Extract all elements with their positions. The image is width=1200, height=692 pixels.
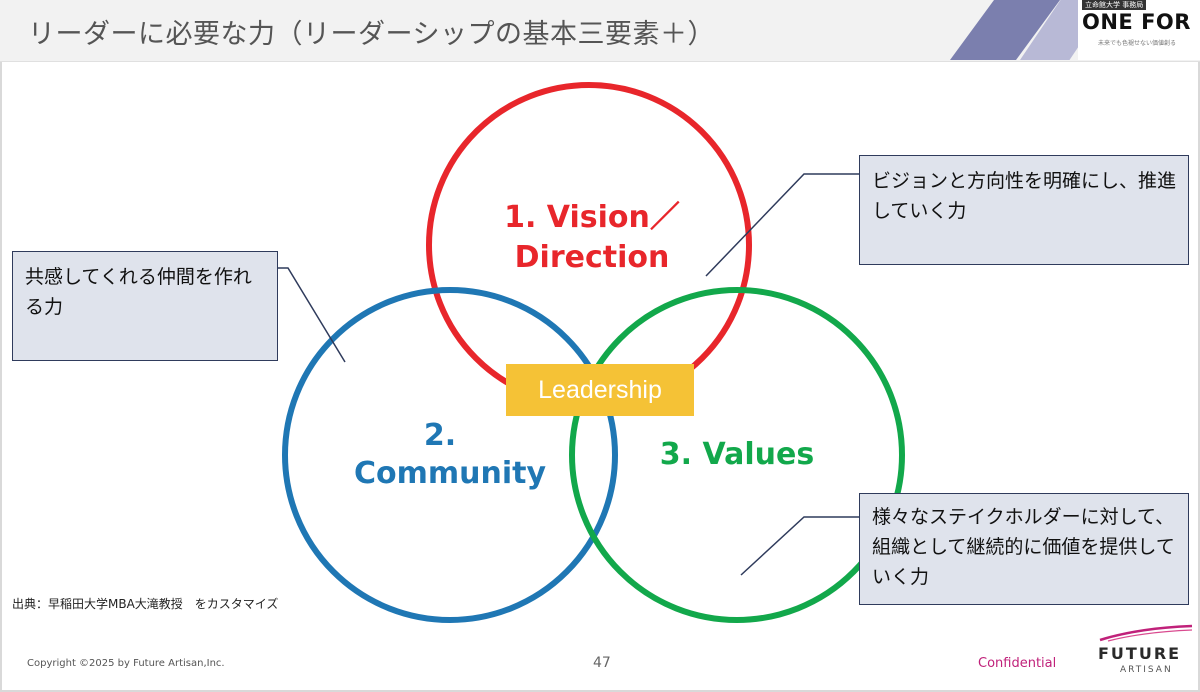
- leader-line-top-right: [705, 173, 859, 277]
- logo-tag: 立命館大学 事務局: [1082, 0, 1147, 10]
- confidential-label: Confidential: [978, 656, 1057, 671]
- vision-label-2: Direction: [515, 240, 670, 275]
- callout-values: 様々なステイクホルダーに対して、組織として継続的に価値を提供していく力: [859, 493, 1189, 605]
- callout-community: 共感してくれる仲間を作れる力: [12, 251, 278, 361]
- slide-title: リーダーに必要な力（リーダーシップの基本三要素＋）: [28, 19, 715, 50]
- brand-sub: ARTISAN: [1120, 665, 1173, 675]
- copyright: Copyright ©2025 by Future Artisan,Inc.: [27, 658, 225, 669]
- one-for-next-logo: 立命館大学 事務局 ONE FOR NEXT 未来でも色褪せない価値創る: [1078, 0, 1200, 60]
- future-artisan-logo: FUTURE ARTISAN: [1090, 622, 1200, 682]
- callout-vision: ビジョンと方向性を明確にし、推進していく力: [859, 155, 1189, 265]
- source-note: 出典：早稲田大学MBA大滝教授 をカスタマイズ: [12, 597, 279, 611]
- leader-line-bottom-right: [740, 516, 859, 576]
- slide-header: リーダーに必要な力（リーダーシップの基本三要素＋） 立命館大学 事務局 ONE …: [0, 0, 1200, 62]
- logo-swoosh-icon: [1099, 624, 1193, 642]
- community-label-1: 2.: [424, 418, 456, 453]
- logo-text: ONE FOR NEXT: [1082, 10, 1200, 34]
- leadership-badge: Leadership: [506, 364, 694, 416]
- circle-community: [282, 287, 618, 623]
- page-number: 47: [593, 655, 611, 671]
- logo-sub: 未来でも色褪せない価値創る: [1098, 40, 1177, 47]
- brand-main: FUTURE: [1098, 644, 1182, 663]
- vision-label-1: 1. Vision／: [504, 200, 680, 235]
- circle-values: [569, 287, 905, 623]
- leader-line-left: [278, 267, 346, 363]
- community-label-2: Community: [354, 456, 546, 491]
- values-label: 3. Values: [660, 437, 814, 472]
